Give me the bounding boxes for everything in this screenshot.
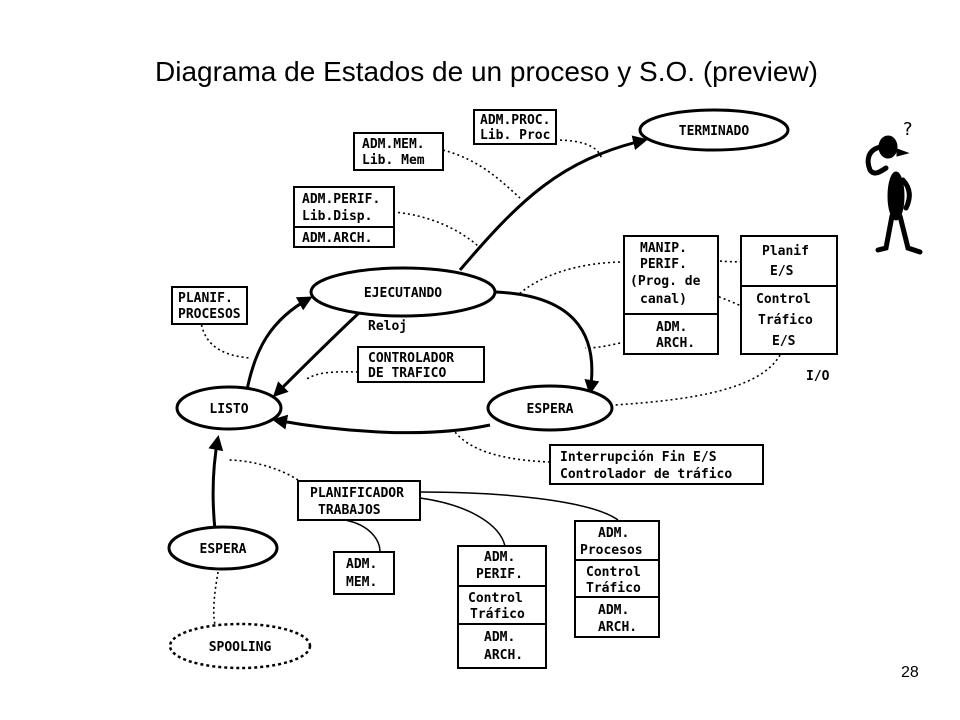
svg-text:?: ? (903, 119, 913, 140)
svg-text:ADM.PROC.: ADM.PROC. (480, 113, 550, 128)
thinking-figure-icon: ? (865, 119, 923, 255)
svg-text:E/S: E/S (772, 334, 796, 349)
svg-text:PERIF.: PERIF. (476, 567, 523, 582)
svg-text:E/S: E/S (770, 264, 794, 279)
reloj-label: Reloj (368, 319, 407, 334)
svg-text:canal): canal) (640, 292, 687, 307)
box-planif-control-es: Planif E/S Control Tráfico E/S (740, 235, 838, 355)
svg-text:DE TRAFICO: DE TRAFICO (368, 366, 446, 381)
svg-text:MANIP.: MANIP. (640, 241, 687, 256)
state-espera-trabajos: ESPERA (167, 525, 279, 571)
transition-arrows (208, 135, 648, 531)
svg-text:ESPERA: ESPERA (200, 542, 247, 557)
svg-text:Tráfico: Tráfico (470, 607, 525, 622)
svg-text:Interrupción Fin E/S: Interrupción Fin E/S (560, 450, 717, 465)
svg-text:SPOOLING: SPOOLING (209, 640, 272, 655)
box-controlador-trafico: CONTROLADOR DE TRAFICO (357, 346, 485, 383)
page-number: 28 (901, 664, 919, 681)
box-planificador-trabajos: PLANIFICADOR TRABAJOS (297, 480, 421, 521)
svg-text:Control: Control (468, 591, 523, 606)
svg-text:Control: Control (586, 565, 641, 580)
box-manip-perif: MANIP. PERIF. (Prog. de canal) ADM. ARCH… (623, 235, 719, 355)
svg-text:ADM.: ADM. (598, 526, 629, 541)
svg-text:ARCH.: ARCH. (656, 336, 695, 351)
svg-text:PLANIFICADOR: PLANIFICADOR (310, 486, 404, 501)
svg-text:ADM.MEM.: ADM.MEM. (362, 137, 425, 152)
io-label: I/O (806, 369, 830, 384)
svg-text:ADM.: ADM. (484, 630, 515, 645)
svg-text:TERMINADO: TERMINADO (679, 124, 750, 139)
state-ejecutando: EJECUTANDO (309, 266, 497, 318)
box-perif-stack: ADM. PERIF. Control Tráfico ADM. ARCH. (457, 545, 547, 669)
svg-text:ADM.: ADM. (598, 603, 629, 618)
svg-text:TRABAJOS: TRABAJOS (318, 503, 381, 518)
svg-text:Tráfico: Tráfico (586, 581, 641, 596)
box-planif-procesos: PLANIF. PROCESOS (171, 286, 248, 325)
svg-text:Lib.Disp.: Lib.Disp. (302, 209, 372, 224)
slide-title: Diagrama de Estados de un proceso y S.O.… (155, 56, 818, 87)
svg-text:Lib. Proc: Lib. Proc (480, 128, 550, 143)
svg-text:ARCH.: ARCH. (598, 620, 637, 635)
state-terminado: TERMINADO (638, 108, 790, 152)
svg-text:ADM.: ADM. (346, 557, 377, 572)
box-adm-perif: ADM.PERIF. Lib.Disp. ADM.ARCH. (293, 186, 395, 248)
svg-text:ADM.ARCH.: ADM.ARCH. (302, 231, 372, 246)
box-interrupcion: Interrupción Fin E/S Controlador de tráf… (549, 444, 764, 485)
svg-text:Controlador de tráfico: Controlador de tráfico (560, 467, 732, 482)
svg-text:PROCESOS: PROCESOS (178, 307, 241, 322)
svg-text:Planif: Planif (762, 244, 809, 259)
state-listo: LISTO (175, 385, 283, 431)
svg-text:MEM.: MEM. (346, 575, 377, 590)
svg-text:ADM.PERIF.: ADM.PERIF. (302, 192, 380, 207)
svg-text:ADM.: ADM. (656, 320, 687, 335)
svg-text:(Prog. de: (Prog. de (630, 274, 701, 289)
box-adm-proc: ADM.PROC. Lib. Proc (473, 109, 557, 145)
svg-text:ARCH.: ARCH. (484, 648, 523, 663)
box-adm-mem: ADM.MEM. Lib. Mem (353, 132, 444, 171)
svg-text:Control: Control (756, 292, 811, 307)
svg-text:Lib. Mem: Lib. Mem (362, 153, 425, 168)
svg-text:ADM.: ADM. (484, 550, 515, 565)
svg-text:Procesos: Procesos (580, 543, 643, 558)
svg-text:PERIF.: PERIF. (640, 257, 687, 272)
svg-text:CONTROLADOR: CONTROLADOR (368, 351, 454, 366)
state-espera: ESPERA (486, 384, 614, 432)
svg-text:ESPERA: ESPERA (527, 402, 574, 417)
box-adm-mem-bottom: ADM. MEM. (333, 551, 395, 595)
svg-text:LISTO: LISTO (209, 402, 248, 417)
box-procesos-stack: ADM. Procesos Control Tráfico ADM. ARCH. (574, 520, 660, 638)
svg-text:Tráfico: Tráfico (758, 313, 813, 328)
svg-text:PLANIF.: PLANIF. (178, 291, 233, 306)
state-spooling: SPOOLING (168, 622, 312, 670)
svg-text:EJECUTANDO: EJECUTANDO (364, 286, 442, 301)
planificador-connectors (344, 491, 619, 553)
